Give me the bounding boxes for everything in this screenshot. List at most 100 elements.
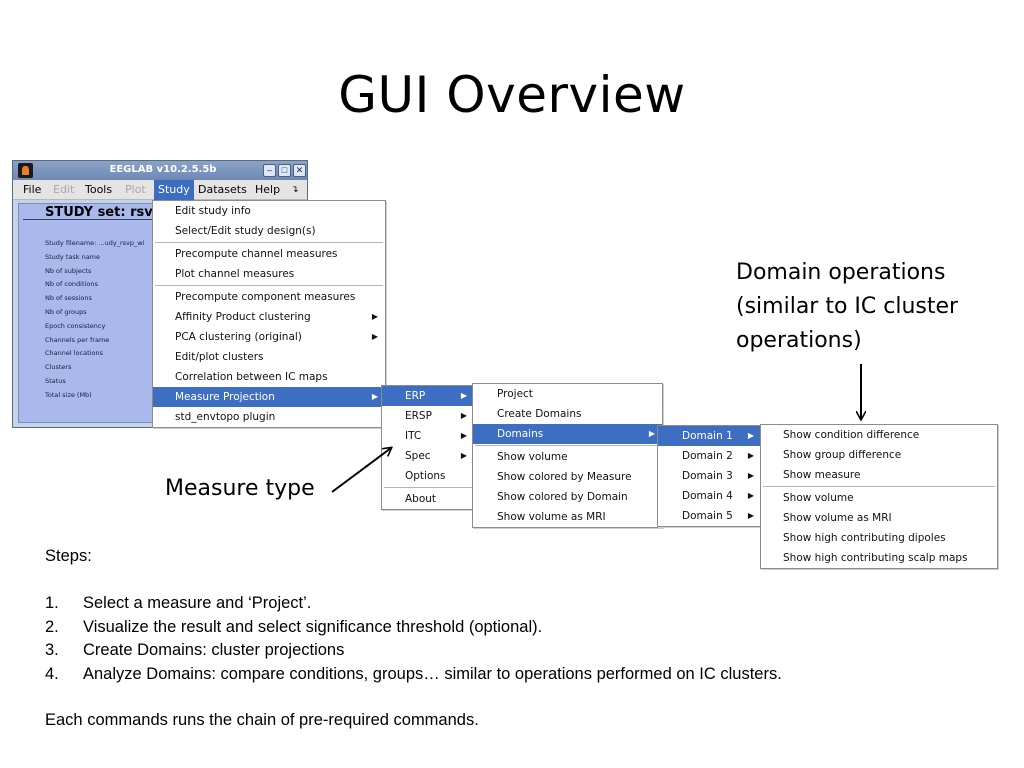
- menu-item-label: Domain 2: [682, 450, 733, 462]
- menu-item-label: Show colored by Measure: [497, 471, 632, 483]
- close-button[interactable]: ✕: [293, 164, 306, 177]
- menu-item-create-domains[interactable]: Create Domains: [473, 404, 662, 424]
- menu-item-spec[interactable]: Spec ▶: [382, 446, 474, 466]
- menu-item-precompute-channel-measures[interactable]: Precompute channel measures: [153, 244, 385, 264]
- menu-item-edit-study-info[interactable]: Edit study info: [153, 201, 385, 221]
- menu-item-show-volume-as-mri[interactable]: Show volume as MRI: [761, 508, 997, 528]
- menu-item-label: Show condition difference: [783, 429, 920, 441]
- submenu-arrow-icon: ▶: [747, 471, 754, 480]
- menu-tools[interactable]: Tools: [85, 183, 113, 196]
- menu-item-erp[interactable]: ERP ▶: [382, 386, 474, 406]
- menu-item-label: Domain 3: [682, 470, 733, 482]
- menu-item-domain-3[interactable]: Domain 3 ▶: [658, 466, 761, 486]
- step-item: 4.Analyze Domains: compare conditions, g…: [45, 663, 782, 687]
- submenu-arrow-icon: ▶: [460, 411, 467, 420]
- window-title: EEGLAB v10.2.5.5b: [109, 164, 217, 175]
- menu-separator: [155, 285, 383, 286]
- study-field: Nb of conditions: [45, 280, 98, 289]
- menu-item-pca-clustering-original[interactable]: PCA clustering (original)▶: [153, 327, 385, 347]
- menu-item-label: Measure Projection: [175, 391, 275, 403]
- step-text: Create Domains: cluster projections: [83, 641, 345, 659]
- submenu-arrow-icon: ▶: [747, 451, 754, 460]
- menu-item-itc[interactable]: ITC ▶: [382, 426, 474, 446]
- menu-item-label: Select/Edit study design(s): [175, 225, 316, 237]
- menu-separator: [384, 487, 472, 488]
- submenu-arrow-icon: ▶: [460, 451, 467, 460]
- menu-item-options[interactable]: Options: [382, 466, 474, 486]
- slide-title: GUI Overview: [338, 66, 686, 124]
- submenu-arrow-icon: ▶: [460, 391, 467, 400]
- menu-item-label: ERP: [405, 390, 426, 402]
- submenu-arrow-icon: ▶: [460, 431, 467, 440]
- maximize-button[interactable]: □: [278, 164, 291, 177]
- menu-item-domain-2[interactable]: Domain 2 ▶: [658, 446, 761, 466]
- menu-item-correlation-between-ic-maps[interactable]: Correlation between IC maps: [153, 367, 385, 387]
- menu-item-label: Spec: [405, 450, 431, 462]
- menu-item-label: Domain 4: [682, 490, 733, 502]
- menu-item-show-high-contributing-dipoles[interactable]: Show high contributing dipoles: [761, 528, 997, 548]
- menu-item-label: Show high contributing scalp maps: [783, 552, 968, 564]
- study-field: Channel locations: [45, 349, 103, 358]
- step-text: Select a measure and ‘Project’.: [83, 594, 312, 612]
- menu-item-show-high-contributing-scalp-maps[interactable]: Show high contributing scalp maps: [761, 548, 997, 568]
- study-field: Nb of sessions: [45, 294, 92, 303]
- menu-item-label: Edit study info: [175, 205, 251, 217]
- step-number: 1.: [45, 594, 59, 612]
- menu-item-show-volume[interactable]: Show volume: [761, 488, 997, 508]
- menu-item-label: Options: [405, 470, 446, 482]
- steps-section: Steps: 1. Select a measure and ‘Project’.…: [45, 546, 782, 730]
- menu-item-label: Domain 1: [682, 430, 733, 442]
- study-field: Study filename: ...udy_rsvp_wi: [45, 239, 145, 247]
- menu-item-label: Show volume as MRI: [497, 511, 606, 523]
- window-titlebar[interactable]: EEGLAB v10.2.5.5b – □ ✕: [13, 161, 307, 180]
- menu-item-std-envtopo-plugin[interactable]: std_envtopo plugin: [153, 407, 385, 427]
- menu-item-measure-projection[interactable]: Measure Projection ▶: [153, 387, 385, 407]
- submenu-arrow-icon: ▶: [747, 511, 754, 520]
- menu-item-about[interactable]: About: [382, 489, 474, 509]
- study-field: Total size (Mb): [45, 390, 92, 399]
- menu-item-domain-1[interactable]: Domain 1▶: [658, 426, 761, 446]
- menu-item-plot-channel-measures[interactable]: Plot channel measures: [153, 264, 385, 284]
- menu-item-label: Plot channel measures: [175, 268, 295, 280]
- menu-separator: [475, 445, 660, 446]
- menu-item-label: Affinity Product clustering: [175, 311, 311, 323]
- step-item: 3.Create Domains: cluster projections: [45, 639, 782, 663]
- submenu-arrow-icon: ▶: [371, 392, 378, 401]
- minimize-button[interactable]: –: [263, 164, 276, 177]
- steps-list: 1.Select a measure and ‘Project’. 2.Visu…: [45, 592, 782, 686]
- steps-heading: Steps:: [45, 547, 92, 565]
- menu-item-show-condition-difference[interactable]: Show condition difference: [761, 425, 997, 445]
- menu-item-domain-4[interactable]: Domain 4▶: [658, 486, 761, 506]
- menu-item-label: About: [405, 493, 437, 505]
- menu-help[interactable]: Help: [255, 183, 281, 196]
- menu-item-edit-plot-clusters[interactable]: Edit/plot clusters: [153, 347, 385, 367]
- menu-item-label: Precompute channel measures: [175, 248, 338, 260]
- step-text: Visualize the result and select signific…: [83, 617, 543, 636]
- menu-datasets[interactable]: Datasets: [198, 183, 247, 196]
- menu-separator: [763, 486, 995, 487]
- menu-item-show-group-difference[interactable]: Show group difference: [761, 445, 997, 465]
- menu-separator: [155, 242, 383, 243]
- menu-item-label: ITC: [405, 430, 422, 442]
- menu-item-domains[interactable]: Domains▶: [473, 424, 662, 444]
- menu-study[interactable]: Study: [154, 180, 194, 200]
- menu-item-show-volume[interactable]: Show volume: [473, 447, 662, 467]
- menu-item-show-colored-by-domain[interactable]: Show colored by Domain: [473, 487, 662, 507]
- menu-item-select-edit-study-design-s[interactable]: Select/Edit study design(s): [153, 221, 385, 241]
- callout-line: (similar to IC cluster: [736, 294, 959, 319]
- dock-arrow-icon[interactable]: ↴: [291, 185, 299, 195]
- menu-item-show-colored-by-measure[interactable]: Show colored by Measure: [473, 467, 662, 487]
- menu-item-affinity-product-clustering[interactable]: Affinity Product clustering▶: [153, 307, 385, 327]
- menu-item-ersp[interactable]: ERSP ▶: [382, 406, 474, 426]
- menu-item-show-measure[interactable]: Show measure: [761, 465, 997, 485]
- menu-file[interactable]: File: [23, 183, 42, 196]
- menu-item-label: ERSP: [405, 410, 432, 422]
- study-field: Channels per frame: [45, 335, 110, 344]
- menu-item-project[interactable]: Project: [473, 384, 662, 404]
- menu-item-show-volume-as-mri[interactable]: Show volume as MRI: [473, 507, 662, 527]
- menu-item-domain-5[interactable]: Domain 5 ▶: [658, 506, 761, 526]
- menu-item-precompute-component-measures[interactable]: Precompute component measures: [153, 287, 385, 307]
- menu-item-label: Domain 5: [682, 510, 733, 522]
